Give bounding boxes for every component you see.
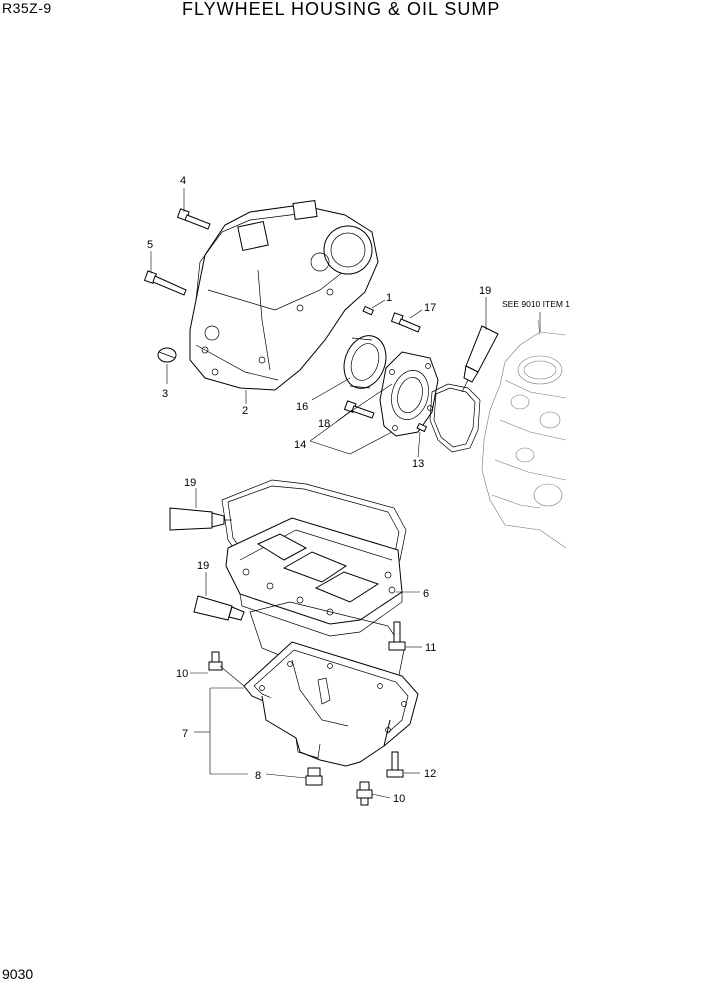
- callout-8: 8: [255, 770, 261, 782]
- bolt-item-11: [388, 621, 406, 651]
- bolt-item-10-right: [356, 781, 373, 806]
- callout-11: 11: [425, 642, 436, 654]
- reference-note: SEE 9010 ITEM 1: [502, 299, 570, 309]
- callout-19-upper: 19: [479, 285, 491, 297]
- cylinder-block-reference: [481, 319, 567, 549]
- callout-14: 14: [294, 439, 306, 451]
- callout-19-left: 19: [184, 477, 196, 489]
- callout-labels: 4 5 3 2 1 17 19 SEE 9010 ITEM 1 16 18 14…: [147, 175, 570, 805]
- callout-16: 16: [296, 401, 308, 413]
- sealant-tube-item-19-left: [169, 507, 232, 531]
- bolt-item-18: [343, 400, 375, 419]
- callout-7: 7: [182, 728, 188, 740]
- page-number: 9030: [2, 966, 34, 982]
- oil-pan-item-7: [243, 641, 419, 767]
- callout-3: 3: [162, 388, 168, 400]
- seal-retainer-item-14: [379, 351, 439, 437]
- page-title: FLYWHEEL HOUSING & OIL SUMP: [182, 0, 501, 19]
- drain-plug-item-8: [305, 767, 323, 786]
- callout-12: 12: [424, 768, 436, 780]
- bolt-item-10-left: [208, 651, 223, 671]
- plug-item-3: [157, 347, 177, 363]
- oil-pan-plate-item-6: [225, 517, 403, 637]
- callout-2: 2: [242, 405, 248, 417]
- callout-17: 17: [424, 302, 436, 314]
- sealant-tube-item-19-upper: [461, 325, 499, 393]
- dowel-pin-item-1: [362, 305, 375, 316]
- bolt-item-12: [386, 751, 404, 778]
- callout-5: 5: [147, 239, 153, 251]
- callout-1: 1: [386, 292, 392, 304]
- callout-10-left: 10: [176, 668, 188, 680]
- model-code: R35Z-9: [2, 0, 52, 16]
- oil-seal-item-16: [343, 335, 387, 389]
- callout-19-lower: 19: [197, 560, 209, 572]
- bolt-item-5: [143, 270, 187, 296]
- sealant-tube-item-19-lower: [193, 595, 245, 621]
- leader-lines: [150, 188, 541, 799]
- callout-10-right: 10: [393, 793, 405, 805]
- callout-13: 13: [412, 458, 424, 470]
- gasket-item-13: [416, 383, 481, 453]
- callout-18: 18: [318, 418, 330, 430]
- flywheel-housing: [189, 199, 379, 391]
- bolt-item-17: [390, 312, 421, 333]
- callout-4: 4: [180, 175, 186, 187]
- bolt-item-4: [176, 208, 211, 230]
- callout-6: 6: [423, 588, 429, 600]
